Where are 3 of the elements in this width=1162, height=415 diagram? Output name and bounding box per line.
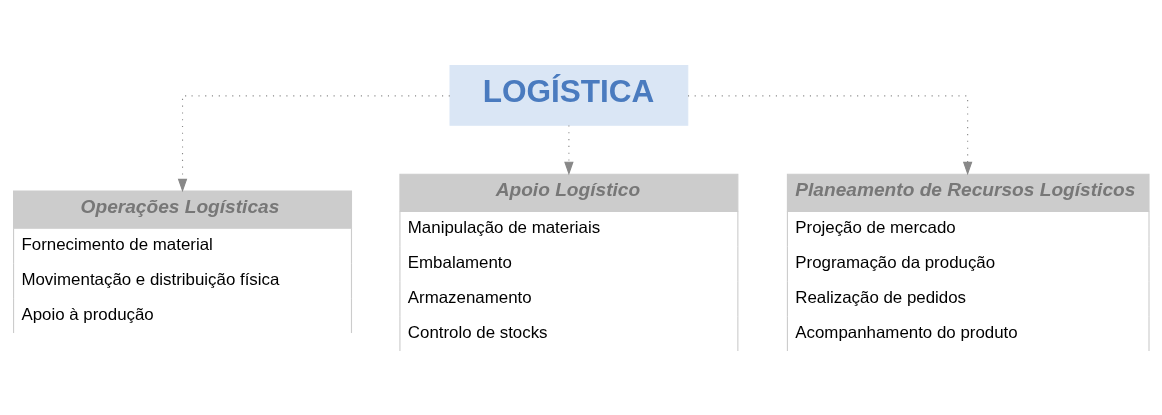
node-box: LOGÍSTICA: [449, 64, 689, 126]
arrow: [177, 94, 451, 192]
arrow: [687, 94, 973, 175]
